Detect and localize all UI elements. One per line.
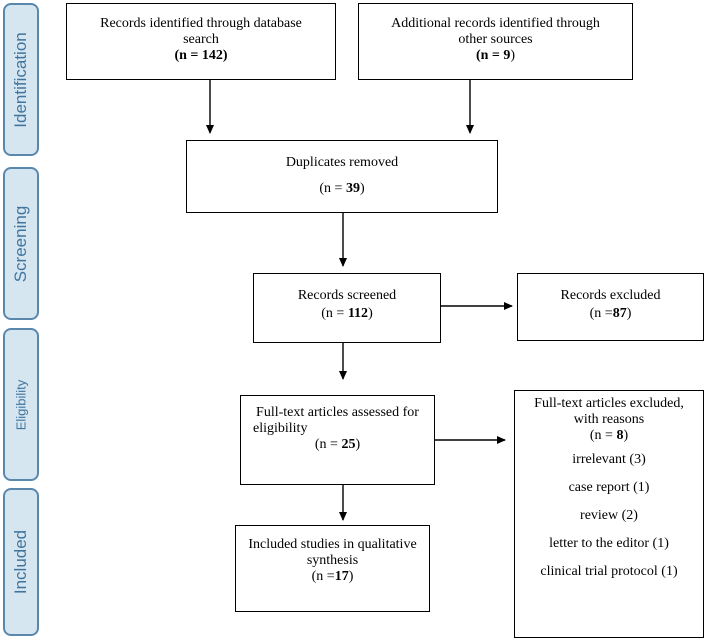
box-duplicates-removed: Duplicates removed (n = 39)	[186, 140, 498, 213]
box-other-records: Additional records identified through ot…	[358, 3, 633, 80]
reason-case-report: case report (1)	[568, 480, 650, 495]
box-database-records: Records identified through database sear…	[66, 3, 336, 80]
phase-screening: Screening	[3, 167, 39, 320]
phase-identification: Identification	[3, 3, 39, 156]
box-included-studies: Included studies in qualitative synthesi…	[235, 525, 430, 612]
phase-eligibility: Eligibility	[3, 328, 39, 481]
box-fulltext-excluded: Full-text articles excluded, with reason…	[514, 390, 704, 638]
reason-clinical-trial-protocol: clinical trial protocol (1)	[540, 564, 678, 579]
reason-irrelevant: irrelevant (3)	[572, 452, 646, 467]
reason-review: review (2)	[580, 508, 638, 523]
reason-letter-to-editor: letter to the editor (1)	[549, 536, 669, 551]
box-records-excluded: Records excluded (n =87)	[517, 273, 704, 341]
box-records-screened: Records screened (n = 112)	[253, 273, 441, 343]
box-fulltext-assessed: Full-text articles assessed for eligibil…	[240, 395, 435, 485]
phase-included: Included	[3, 488, 39, 636]
